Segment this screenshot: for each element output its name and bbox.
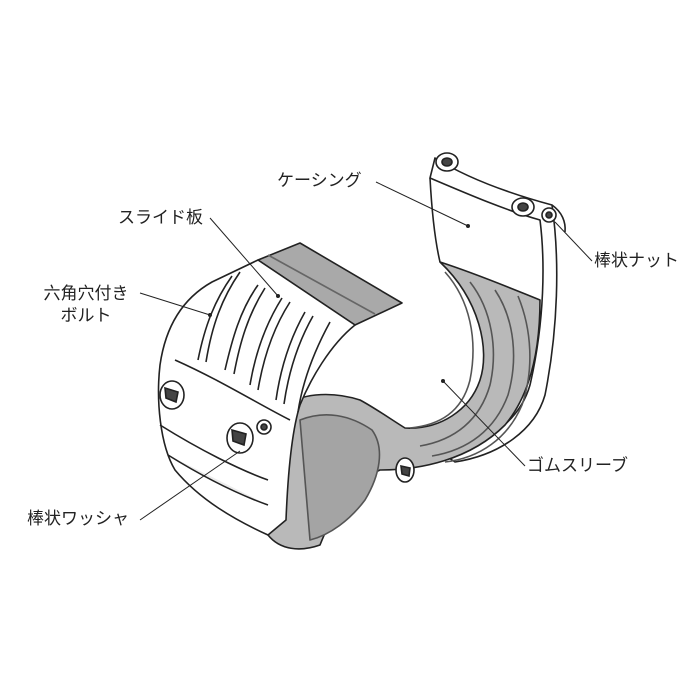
label-hex-bolt-line1: 六角穴付き: [43, 284, 129, 304]
hex-bolt-icon: [159, 380, 254, 454]
left-casing: [157, 259, 356, 536]
rod-nut-icon: [435, 152, 557, 223]
leader-hex-bolt: [139, 292, 211, 316]
leader-rubber-sleeve: [442, 380, 526, 467]
right-casing: [429, 157, 566, 463]
rod-washer-icon: [256, 419, 415, 483]
label-slide-plate: スライド板: [118, 208, 203, 228]
label-hex-bolt: 六角穴付き ボルト: [27, 283, 145, 327]
leader-rod-nut: [554, 221, 593, 262]
leader-rod-washer: [139, 450, 241, 521]
label-casing: ケーシング: [277, 171, 362, 191]
label-rubber-sleeve: ゴムスリーブ: [527, 456, 628, 476]
leader-casing: [375, 181, 469, 227]
label-rod-nut: 棒状ナット: [594, 251, 679, 271]
label-hex-bolt-line2: ボルト: [60, 306, 112, 326]
label-rod-washer: 棒状ワッシャ: [27, 509, 129, 529]
leader-slide-plate: [209, 217, 279, 297]
rubber-sleeve: [267, 261, 541, 550]
leader-lines: [139, 181, 593, 521]
